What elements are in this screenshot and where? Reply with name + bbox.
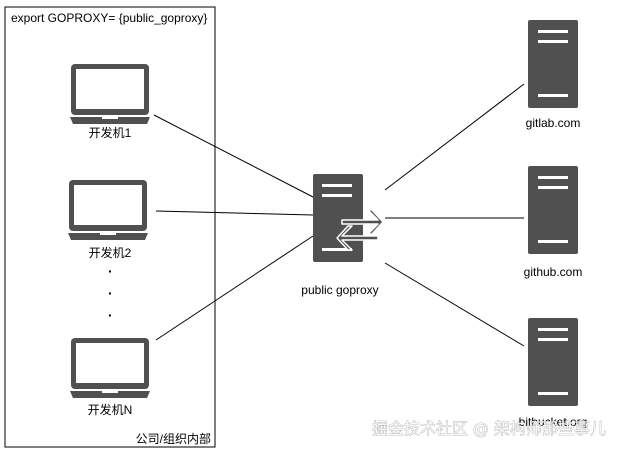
laptop-icon (70, 338, 150, 398)
link-dev1-proxy (153, 114, 314, 198)
server-github (528, 166, 578, 254)
laptop-icon (68, 180, 148, 240)
link-proxy-bitbucket (384, 262, 525, 347)
dev-machine-n-label: 开发机N (88, 402, 133, 417)
bidirectional-arrows-icon (336, 209, 384, 251)
link-dev2-proxy (155, 210, 314, 216)
server-icon (528, 318, 578, 406)
dev-machine-1-label: 开发机1 (89, 125, 132, 140)
server-github-label: github.com (524, 265, 583, 279)
dev-machine-2-label: 开发机2 (89, 245, 132, 260)
server-gitlab-label: gitlab.com (526, 116, 581, 130)
ellipsis-dot: · (108, 263, 113, 279)
dev-machine-n (70, 338, 150, 398)
server-icon (528, 20, 578, 108)
ellipsis-dot: · (108, 307, 113, 323)
proxy-server (313, 174, 384, 262)
connections (153, 83, 525, 347)
watermark: 掘金技术社区 @ 架构师那些事儿 (372, 419, 606, 438)
server-icon (528, 166, 578, 254)
laptop-icon (70, 64, 150, 124)
dev-machine-1 (70, 64, 150, 124)
server-gitlab (528, 20, 578, 108)
server-bitbucket (528, 318, 578, 406)
org-boundary (4, 6, 216, 448)
dev-machine-2 (68, 180, 148, 240)
goproxy-env-command: export GOPROXY= {public_goproxy} (11, 11, 207, 25)
proxy-label: public goproxy (301, 283, 378, 297)
proxy-server-icon (313, 174, 363, 262)
org-boundary-label: 公司/组织内部 (136, 431, 211, 446)
ellipsis-dot: · (108, 285, 113, 301)
server-bitbucket-label: bitbucket.org (519, 415, 588, 429)
link-proxy-gitlab (384, 83, 525, 191)
link-devn-proxy (155, 235, 314, 341)
